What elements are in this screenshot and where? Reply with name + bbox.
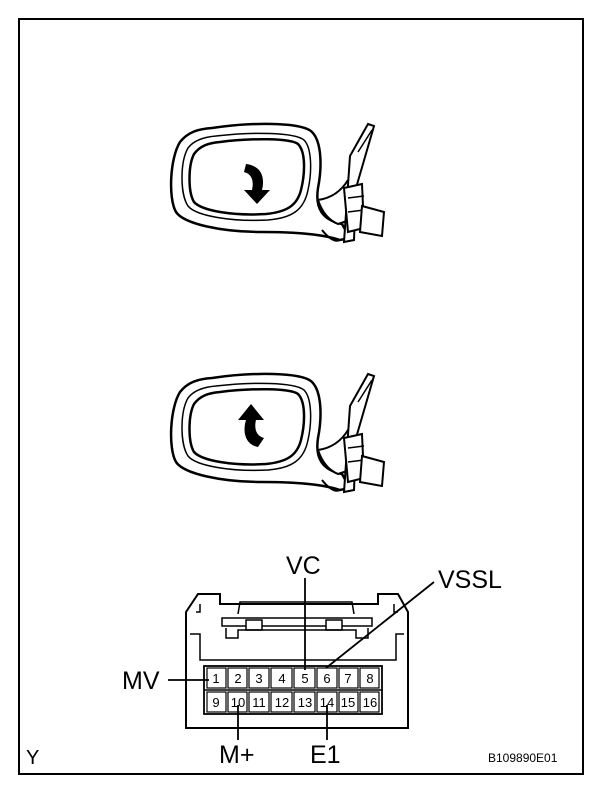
leader-lines <box>168 578 435 740</box>
arrow-up-icon <box>238 404 264 447</box>
corner-mark: Y <box>26 747 39 769</box>
pin-7: 7 <box>344 671 351 686</box>
pin-16: 16 <box>363 695 377 710</box>
pin-12: 12 <box>275 695 289 710</box>
label-m-plus: M+ <box>219 741 254 769</box>
label-e1: E1 <box>310 741 341 769</box>
figure-id: B109890E01 <box>488 751 558 765</box>
pin-3: 3 <box>255 671 262 686</box>
arrow-down-icon <box>244 164 270 204</box>
pin-15: 15 <box>341 695 355 710</box>
pin-11: 11 <box>252 695 266 710</box>
pin-14: 14 <box>320 695 334 710</box>
mirror-bottom <box>169 372 386 494</box>
pin-8: 8 <box>366 671 373 686</box>
pin-10: 10 <box>231 695 245 710</box>
label-vc: VC <box>286 552 321 580</box>
pin-2: 2 <box>234 671 241 686</box>
pin-6: 6 <box>323 671 330 686</box>
label-mv: MV <box>122 667 160 695</box>
pin-13: 13 <box>298 695 312 710</box>
pin-4: 4 <box>278 671 285 686</box>
label-vssl: VSSL <box>438 566 502 594</box>
pin-grid: 1 2 3 4 5 6 7 8 9 10 11 12 13 14 15 16 <box>206 667 380 713</box>
pin-5: 5 <box>301 671 308 686</box>
pin-1: 1 <box>212 671 219 686</box>
mirror-top <box>169 122 386 244</box>
connector <box>185 593 409 729</box>
pin-9: 9 <box>212 695 219 710</box>
